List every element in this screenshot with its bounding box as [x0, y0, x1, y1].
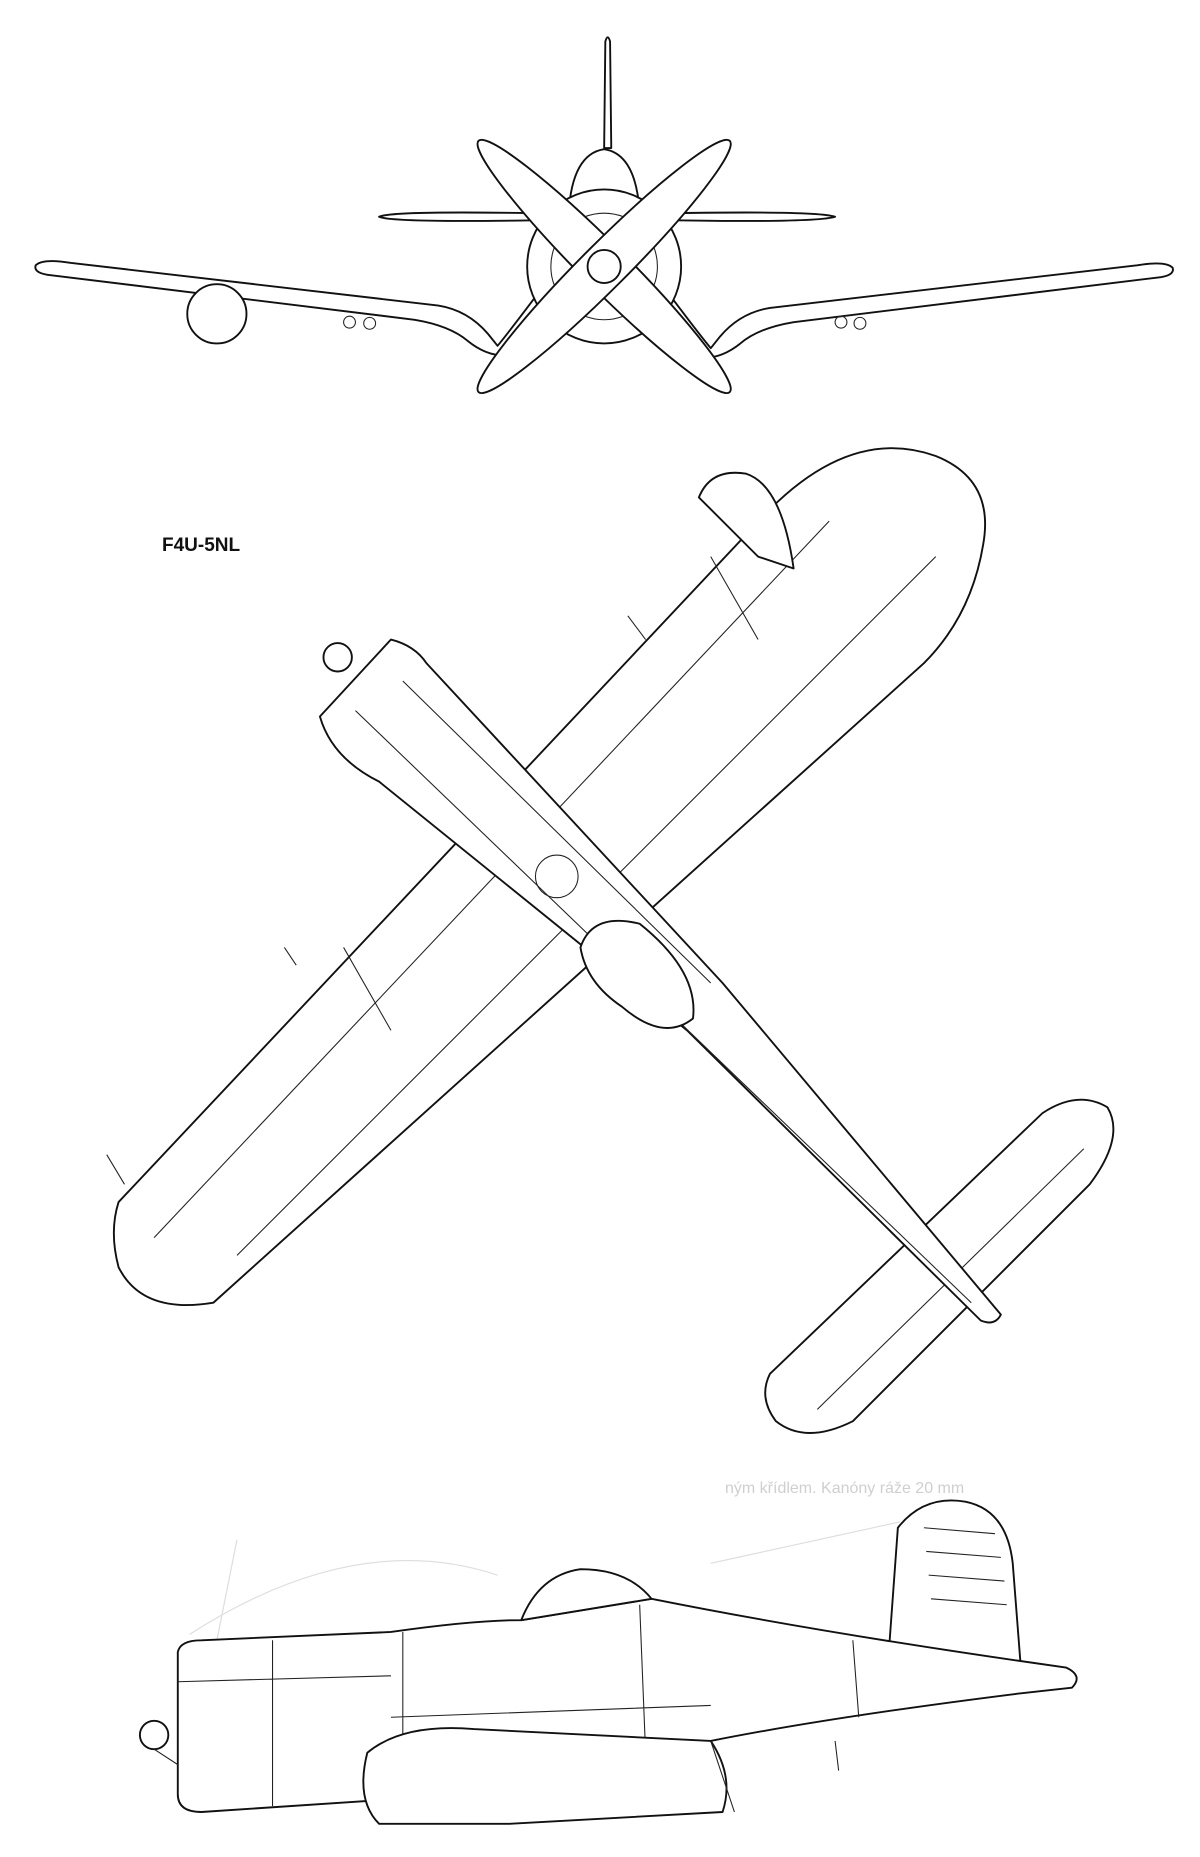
radar-pod: [322, 642, 353, 673]
side-view: [138, 1499, 1078, 1825]
left-wing: [34, 253, 570, 357]
drop-tank: [186, 283, 248, 345]
radar-pod: [138, 1719, 170, 1751]
right-wing: [638, 256, 1174, 359]
canopy: [579, 919, 695, 1029]
wing-and-gear-fairing: [362, 1727, 728, 1825]
front-view: [34, 36, 1174, 395]
bleed-through-text: ným křídlem. Kanóny ráže 20 mm: [725, 1480, 965, 1497]
vertical-fin: [603, 36, 613, 149]
top-view: [106, 447, 1115, 1434]
model-label: F4U-5NL: [162, 535, 241, 556]
outer-wing-fold-tip: [697, 471, 795, 570]
propeller-hub: [586, 248, 622, 284]
vertical-fin: [887, 1499, 1022, 1671]
canopy: [520, 1568, 653, 1622]
